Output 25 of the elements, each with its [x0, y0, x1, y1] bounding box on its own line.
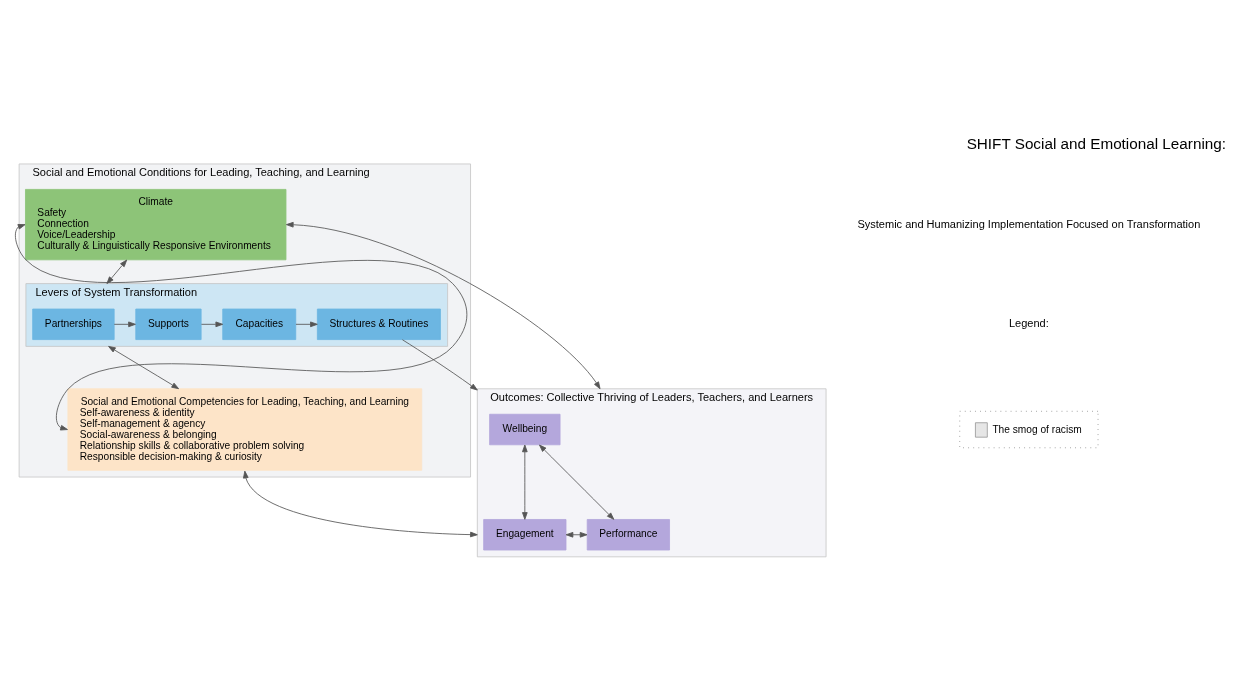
- label: Systemic and Humanizing Implementation Focused on Transformation: [857, 217, 1201, 229]
- label: Legend:: [1008, 316, 1049, 329]
- arrow: [243, 470, 478, 537]
- arrow: [539, 444, 615, 520]
- arrow: [106, 259, 128, 284]
- arrow: [565, 531, 588, 538]
- arrow: [113, 321, 136, 327]
- arrow: [108, 345, 180, 389]
- diagram-title: SHIFT Social and Emotional Learning:: [966, 134, 1227, 152]
- node-box: Partnerships: [32, 308, 115, 340]
- arrow: [285, 221, 601, 389]
- node-box: Climate Safety Connection Voice/Leadership Culturally & Linguistically Responsive Environments: [25, 188, 287, 260]
- arrow: [14, 223, 468, 430]
- arrow: [522, 444, 528, 520]
- node-box: Engagement: [483, 518, 567, 550]
- arrow: [295, 321, 318, 327]
- legend-label: The smog of racism: [992, 423, 1082, 435]
- node-box: Capacities: [222, 308, 297, 340]
- arrow: [201, 321, 224, 327]
- node-box: Structures & Routines: [316, 308, 441, 340]
- node-box: Wellbeing: [489, 413, 561, 445]
- node-box: Supports: [135, 308, 202, 340]
- node-box: Social and Emotional Competencies for Leading, Teaching, and Learning Self-awareness & identity Self-management & agency Social-awareness & belonging Relationship skills & collaborative problem solving Responsible decision-making & curiosity: [67, 387, 423, 471]
- node-box: Performance: [586, 518, 670, 550]
- arrow: [401, 338, 478, 390]
